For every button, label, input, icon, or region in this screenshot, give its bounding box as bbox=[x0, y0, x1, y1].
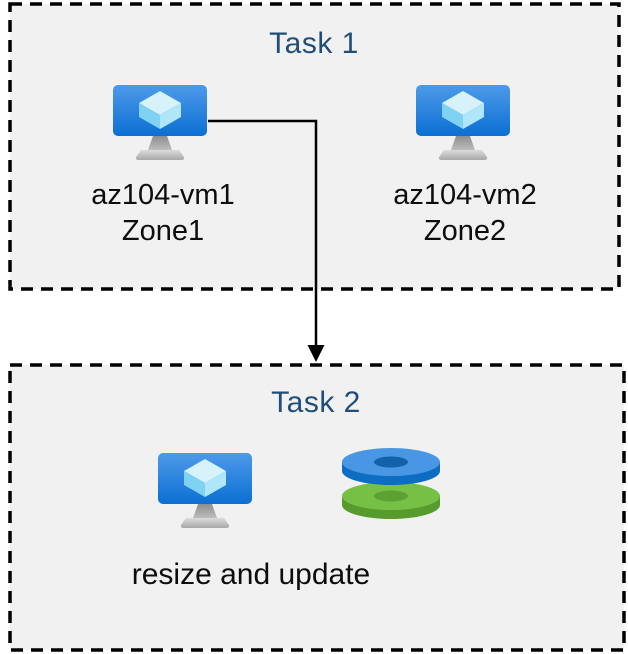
vm2-zone: Zone2 bbox=[423, 215, 507, 247]
virtual-machine-icon bbox=[416, 85, 510, 160]
connector-arrowhead-icon bbox=[307, 345, 325, 362]
vm-cube-icon bbox=[442, 91, 484, 129]
connector-line bbox=[208, 119, 318, 349]
disk-blue bbox=[342, 448, 440, 485]
task2-box bbox=[8, 363, 626, 652]
disk-green bbox=[342, 482, 440, 519]
vm1-name: az104-vm1 bbox=[91, 179, 235, 211]
vm-cube-icon bbox=[184, 459, 226, 497]
task1-box bbox=[8, 2, 621, 291]
vm-stand bbox=[438, 136, 488, 160]
virtual-machine-icon bbox=[158, 453, 252, 528]
task2-title: Task 2 bbox=[271, 386, 361, 419]
vm-stand bbox=[135, 136, 185, 160]
task1-title: Task 1 bbox=[269, 27, 359, 60]
vm2-name: az104-vm2 bbox=[393, 179, 537, 211]
vm-cube-icon bbox=[139, 91, 181, 129]
virtual-machine-icon bbox=[113, 85, 207, 160]
task2-caption: resize and update bbox=[131, 558, 371, 591]
vm2-label: az104-vm2 Zone2 bbox=[365, 177, 565, 249]
vm1-zone: Zone1 bbox=[121, 215, 205, 247]
managed-disks-icon bbox=[342, 448, 440, 519]
vm1-label: az104-vm1 Zone1 bbox=[63, 177, 263, 249]
vm-stand bbox=[180, 504, 230, 528]
